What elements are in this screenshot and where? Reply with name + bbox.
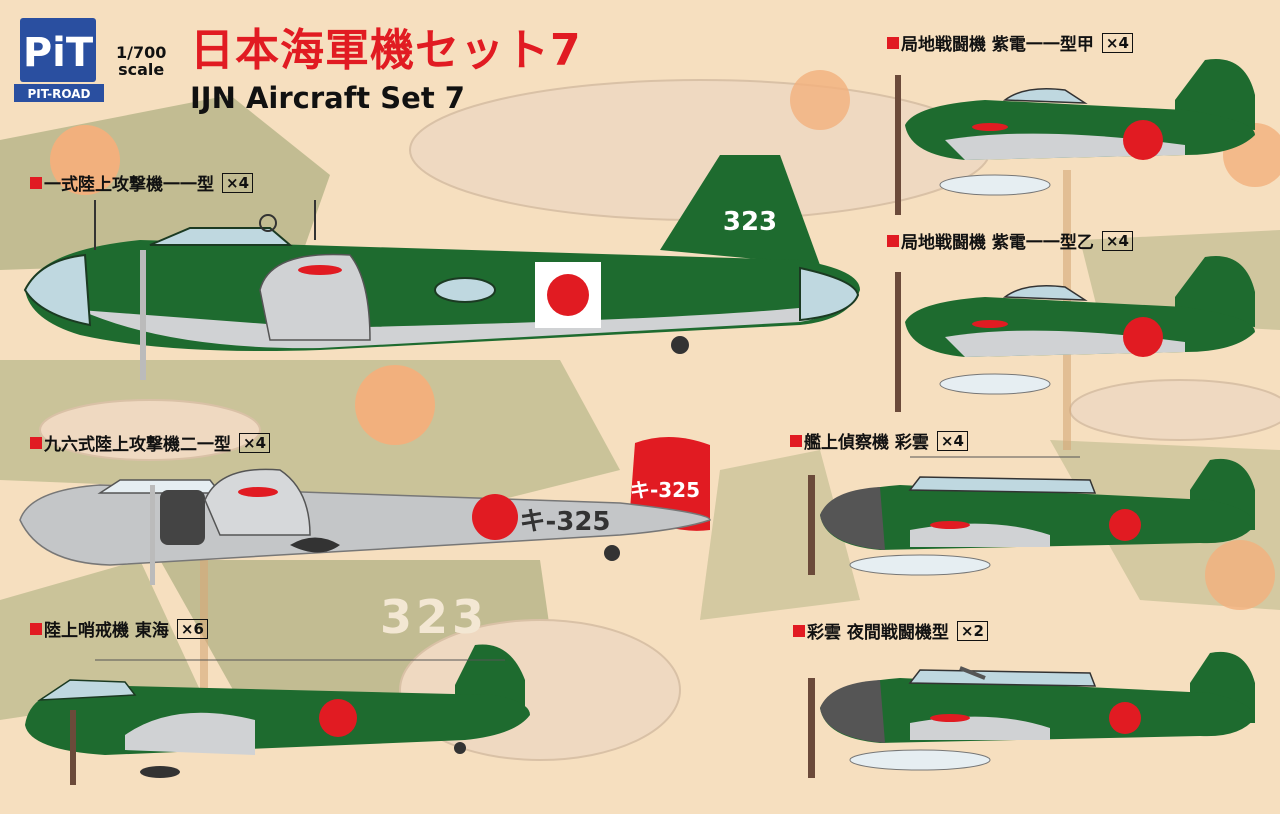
saiun-night-fighter-illustration xyxy=(808,651,1255,778)
scale-word: scale xyxy=(118,60,165,79)
bullet-square xyxy=(30,436,42,449)
bullet-square xyxy=(790,434,802,447)
pit-road-logo: PiT PIT-ROAD xyxy=(14,18,104,102)
svg-text:PiT: PiT xyxy=(23,30,94,76)
bullet-square xyxy=(887,36,899,49)
tail-code: 323 xyxy=(723,207,777,237)
bullet-square xyxy=(30,176,42,189)
aircraft-name: 艦上偵察機 彩雲 xyxy=(804,433,929,453)
label-g4m: 一式陸上攻撃機一一型 ×4 xyxy=(30,170,254,195)
label-q1w: 陸上哨戒機 東海 ×6 xyxy=(30,616,208,641)
quantity-badge: ×2 xyxy=(956,620,988,641)
fuselage-code: キ-325 xyxy=(519,507,610,537)
label-saiun-night-fighter: 彩雲 夜間戦闘機型 ×2 xyxy=(793,618,988,643)
bullet-square xyxy=(793,624,805,637)
quantity-badge: ×4 xyxy=(1101,230,1133,251)
g4m-bomber-illustration: 323 xyxy=(23,155,860,380)
label-shiden-kou: 局地戦闘機 紫電一一型甲 ×4 xyxy=(887,30,1133,55)
quantity-badge: ×4 xyxy=(222,172,254,193)
shiden-kou-illustration xyxy=(895,59,1255,215)
aircraft-name: 九六式陸上攻撃機二一型 xyxy=(44,435,231,455)
aircraft-name: 一式陸上攻撃機一一型 xyxy=(44,175,214,195)
bullet-square xyxy=(887,234,899,247)
g3m-bomber-illustration: キ-325 キ-325 xyxy=(19,436,711,585)
aircraft-name: 陸上哨戒機 東海 xyxy=(44,621,169,641)
title-english: IJN Aircraft Set 7 xyxy=(190,81,465,115)
aircraft-name: 局地戦闘機 紫電一一型乙 xyxy=(901,233,1094,253)
saiun-illustration xyxy=(808,456,1255,576)
aircraft-name: 局地戦闘機 紫電一一型甲 xyxy=(901,35,1094,55)
q1w-tokai-illustration xyxy=(25,644,530,785)
quantity-badge: ×6 xyxy=(176,618,208,639)
aircraft-name: 彩雲 夜間戦闘機型 xyxy=(807,623,949,643)
label-g3m: 九六式陸上攻撃機二一型 ×4 xyxy=(30,430,271,455)
tail-code: キ-325 xyxy=(630,478,700,502)
scale-label: 1/700 scale xyxy=(116,44,166,78)
shiden-otsu-illustration xyxy=(895,256,1255,412)
quantity-badge: ×4 xyxy=(239,432,271,453)
label-saiun: 艦上偵察機 彩雲 ×4 xyxy=(790,428,968,453)
scale-ratio: 1/700 xyxy=(116,43,167,62)
title-japanese: 日本海軍機セット7 xyxy=(190,25,582,76)
background-code: 323 xyxy=(380,590,489,644)
svg-text:PIT-ROAD: PIT-ROAD xyxy=(27,87,90,101)
label-shiden-otsu: 局地戦闘機 紫電一一型乙 ×4 xyxy=(887,228,1133,253)
quantity-badge: ×4 xyxy=(1101,32,1133,53)
bullet-square xyxy=(30,622,42,635)
quantity-badge: ×4 xyxy=(936,430,968,451)
